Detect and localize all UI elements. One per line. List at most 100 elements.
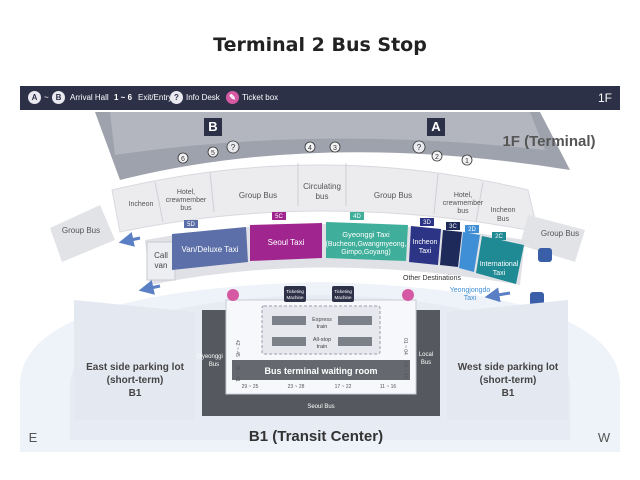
zone-incheon-left: Incheon — [129, 201, 154, 208]
bays-17-22: 17 ~ 22 — [335, 384, 352, 390]
bays-35-41: 35 ~ 41 — [234, 365, 240, 382]
hall-b-marker: B — [52, 91, 65, 104]
ticket-box-icon: ✎ — [226, 91, 239, 104]
allstop-train-label-1: All-stop — [313, 337, 331, 343]
code-5d: 5D — [187, 222, 195, 228]
code-4d: 4D — [353, 214, 361, 220]
taxi-stand-yeongjongdo — [459, 232, 480, 272]
bays-29-25: 29 ~ 25 — [242, 384, 259, 390]
taxi-stand-gyeonggi — [326, 222, 408, 261]
hall-a-marker: A — [28, 91, 41, 104]
zone-hotel-right-1: Hotel, — [454, 192, 472, 199]
zone-group-bus-left: Group Bus — [239, 191, 277, 200]
incheon-taxi-label-1: Incheon — [413, 239, 438, 246]
info-desk-icon: ? — [170, 91, 183, 104]
ticketing-machine-left — [284, 286, 306, 302]
gyeonggi-bus-label-2: Bus — [209, 362, 219, 368]
taxi-stand-van-deluxe — [172, 227, 248, 270]
international-taxi-label-2: Taxi — [493, 270, 506, 277]
hall-b-label: B — [208, 119, 217, 134]
zone-hotel-left-2: crewmember — [166, 197, 207, 204]
exit-3: 3 — [333, 145, 337, 152]
other-destinations-label: Other Destinations — [403, 275, 461, 282]
express-train-label-1: Express — [312, 317, 332, 323]
code-2d: 2D — [468, 227, 476, 233]
group-bus-pad-left — [50, 205, 115, 262]
incheon-taxi-label-2: Taxi — [419, 248, 432, 255]
terminal-floor-label: 1F (Terminal) — [502, 133, 595, 150]
local-bus-label-1: Local — [419, 352, 433, 358]
code-3d: 3D — [423, 220, 431, 226]
b1-transit-center-label: B1 (Transit Center) — [249, 428, 383, 445]
local-bus-label-2: Bus — [421, 360, 431, 366]
bus-road-bottom — [202, 392, 440, 416]
zone-incheon-bus-right-1: Incheon — [491, 207, 516, 214]
east-compass: E — [29, 430, 38, 445]
group-bus-pad-right — [520, 215, 585, 262]
bus-stop-icon-lower — [530, 292, 544, 306]
waiting-room — [232, 360, 410, 380]
taxi-stand-international — [476, 236, 524, 284]
gyeonggi-taxi-label-3: Gimpo,Goyang) — [341, 249, 390, 256]
ticketing-machine-left-2: Machine — [286, 295, 304, 300]
exit-6: 6 — [181, 156, 185, 163]
yeongjongdo-taxi-label-2: Taxi — [464, 295, 477, 302]
allstop-train-escalator — [272, 337, 306, 346]
zone-hotel-left-3: bus — [180, 205, 192, 212]
west-parking-lot — [447, 300, 568, 420]
allstop-train-label-2: train — [317, 344, 328, 350]
bays-01-04: 01 ~ 04 — [402, 338, 408, 355]
hall-b-box — [204, 118, 222, 136]
taxi-stand-seoul — [250, 223, 322, 261]
page-title: Terminal 2 Bus Stop — [213, 34, 427, 56]
bays-42-45: 42 ~ 45 — [234, 340, 240, 357]
ticketing-machine-right-2: Machine — [334, 295, 352, 300]
info-desk-marker-left — [226, 140, 240, 154]
code-3c: 3C — [449, 224, 457, 230]
legend-ticket-box: Ticket box — [242, 93, 279, 102]
zone-group-bus-far-left: Group Bus — [62, 226, 100, 235]
taxi-stand-incheon — [409, 226, 441, 265]
express-train-escalator — [272, 316, 306, 325]
zone-circulating-1: Circulating — [303, 182, 341, 191]
call-van-label-2: van — [155, 261, 168, 270]
van-deluxe-label: Van/Deluxe Taxi — [181, 245, 238, 254]
map-legend: A ~ B Arrival Hall 1 ~ 6 Exit/Entry ? In… — [20, 86, 620, 110]
legend-exit-range: 1 ~ 6 — [114, 93, 133, 102]
hall-a-label: A — [431, 119, 441, 134]
ticketing-machine-right — [332, 286, 354, 302]
code-2c: 2C — [495, 234, 503, 240]
info-desk-icon-right: ? — [417, 143, 422, 152]
zone-group-bus-far-right: Group Bus — [541, 229, 579, 238]
info-desk-marker-right — [412, 140, 426, 154]
exit-5: 5 — [211, 150, 215, 157]
bays-11-16: 11 ~ 16 — [380, 384, 397, 390]
zone-hotel-left-1: Hotel, — [177, 189, 195, 196]
west-compass: W — [598, 430, 611, 445]
west-parking-label-1: West side parking lot — [458, 362, 559, 373]
exit-1: 1 — [465, 158, 469, 165]
zone-group-bus-right: Group Bus — [374, 191, 412, 200]
east-parking-label-3: B1 — [129, 388, 142, 399]
ticket-box-marker-left — [227, 289, 239, 301]
ticket-box-marker-right — [402, 289, 414, 301]
east-parking-label-1: East side parking lot — [86, 362, 184, 373]
gyeonggi-taxi-label-2: (Bucheon,Gwangmyeong, — [326, 241, 407, 248]
code-5c: 5C — [275, 214, 283, 220]
bays-23-28: 23 ~ 28 — [288, 384, 305, 390]
info-desk-icon-left: ? — [231, 143, 236, 152]
ticketing-machine-right-1: Ticketing — [334, 289, 352, 294]
zone-incheon-bus-right-2: Bus — [497, 216, 510, 223]
legend-exit-entry: Exit/Entry — [138, 93, 173, 102]
legend-dash: ~ — [44, 93, 49, 102]
yeongjongdo-taxi-label-1: Yeongjongdo — [450, 287, 491, 294]
ticketing-machine-left-1: Ticketing — [286, 289, 304, 294]
legend-arrival-hall: Arrival Hall — [70, 93, 109, 102]
gyeonggi-taxi-label-1: Gyeonggi Taxi — [342, 230, 390, 239]
waiting-room-label: Bus terminal waiting room — [264, 366, 377, 376]
seoul-taxi-label: Seoul Taxi — [268, 238, 305, 247]
east-parking-lot — [74, 300, 195, 420]
legend-info-desk: Info Desk — [186, 93, 220, 102]
international-taxi-label-1: International — [480, 261, 519, 268]
